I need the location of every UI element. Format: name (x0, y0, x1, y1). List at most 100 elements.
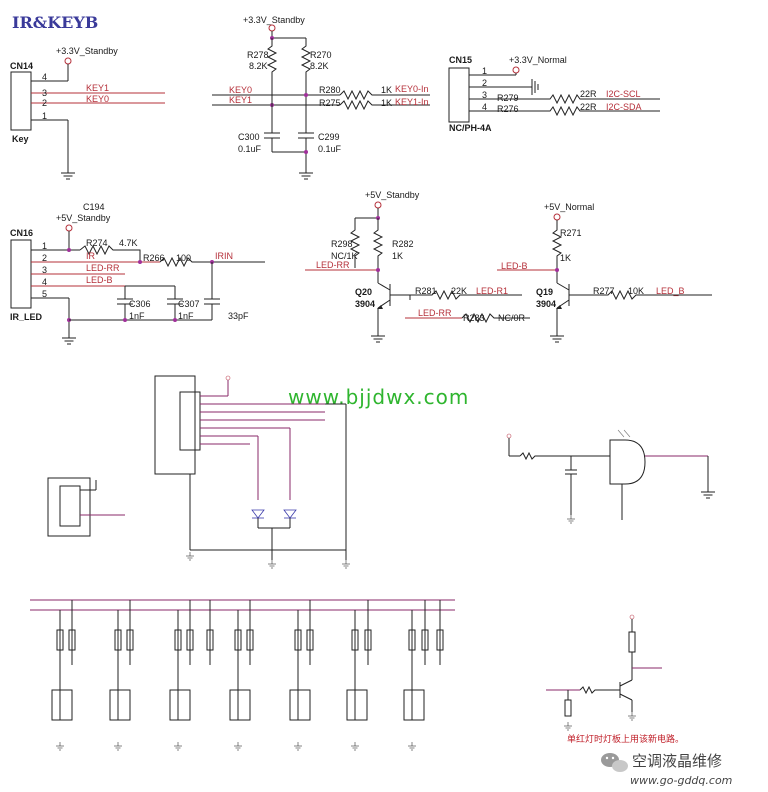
r277-net: LED_B (656, 286, 685, 296)
brand-watermark: 空调液晶维修 www.go-gddq.com (601, 752, 732, 787)
q19-block: +5V_Normal R271 1K LED-B Q19 3904 R277 1… (497, 202, 712, 343)
lower-right-ir-schematic (506, 429, 716, 524)
r279-net: I2C-SCL (606, 89, 641, 99)
r274-resistor (79, 244, 141, 262)
r283-ref: R283 (463, 313, 485, 323)
c300-val: 0.1uF (238, 144, 262, 154)
r266-val: 100 (176, 253, 191, 263)
r280-resistor (339, 89, 430, 101)
r283-resistor (461, 312, 530, 324)
q20-net-in: LED-RR (316, 260, 350, 270)
cn16-pin-3: 3 (42, 265, 47, 275)
wechat-icon (601, 753, 628, 772)
ground-icon (61, 329, 77, 345)
cn14-net-key0: KEY0 (86, 94, 109, 104)
cn16-name: IR_LED (10, 312, 43, 322)
cn16-net-ir: IR (86, 251, 96, 261)
cn14-pin-2: 2 (42, 98, 47, 108)
r266-ref: R266 (143, 253, 165, 263)
r279-ref: R279 (497, 93, 519, 103)
r281-val: 22K (451, 286, 467, 296)
cn16-pin-1: 1 (42, 241, 47, 251)
q19-net-in: LED-B (501, 261, 528, 271)
cn16-net-led-rr: LED-RR (86, 263, 120, 273)
r274-ref: R274 (86, 238, 108, 248)
c306-ref: C306 (129, 299, 151, 309)
r278-resistor (266, 38, 278, 95)
q20-supply-label: +5V_Standby (365, 190, 420, 200)
key-pullup-block: +3.3V_Standby R278 8.2K R270 8.2K KEY0 R… (212, 15, 430, 180)
r280-val: 1K (381, 85, 392, 95)
q20-block: +5V_Standby R298 NC/1K R282 1K LED-RR Q2… (305, 190, 530, 343)
brand-url: www.go-gddq.com (630, 774, 732, 787)
r278-val: 8.2K (249, 61, 268, 71)
r266-resistor (159, 256, 265, 268)
cn14-supply-pin (64, 57, 72, 65)
q19-ref: Q19 (536, 287, 553, 297)
r271-val: 1K (560, 253, 571, 263)
key-switch-icon (109, 689, 131, 721)
website-watermark: www.bjjdwx.com (288, 385, 469, 409)
q19-part: 3904 (536, 299, 556, 309)
c307-ref: C307 (178, 299, 200, 309)
key-switch-icon (289, 689, 311, 721)
r270-ref: R270 (310, 50, 332, 60)
r276-resistor (540, 105, 660, 117)
mid-net-key0: KEY0 (229, 85, 252, 95)
r270-val: 8.2K (310, 61, 329, 71)
key-switch-icon (346, 689, 368, 721)
r283-val: NC/0R (498, 313, 526, 323)
r298-resistor (349, 218, 361, 268)
cn14-supply-label: +3.3V_Standby (56, 46, 118, 56)
led-blue-icon (251, 509, 265, 519)
cn16-pin-4: 4 (42, 277, 47, 287)
r277-val: 10K (628, 286, 644, 296)
cn16-net-led-b: LED-B (86, 275, 113, 285)
r282-resistor (372, 218, 384, 283)
r276-net: I2C-SDA (606, 102, 642, 112)
cn14-block: +3.3V_Standby CN14 Key 4 3 2 1 KEY1 KEY0 (10, 46, 165, 180)
cn15-supply-pin (512, 66, 520, 74)
r275-resistor (339, 99, 430, 111)
c-extra-val: 33pF (228, 311, 249, 321)
single-red-led-schematic (546, 614, 662, 731)
lower-keys-schematic (30, 599, 455, 751)
cn15-pin-1: 1 (482, 66, 487, 76)
ir-receiver-icon (609, 439, 646, 485)
r276-val: 22R (580, 102, 597, 112)
mid-net-key1: KEY1 (229, 95, 252, 105)
cn14-pin-3: 3 (42, 88, 47, 98)
cn14-name: Key (12, 134, 29, 144)
q20-supply-pin (374, 201, 382, 209)
r298-val: NC/1K (331, 251, 358, 261)
r271-resistor (551, 220, 563, 283)
r298-ref: R298 (331, 239, 353, 249)
cn14-ref: CN14 (10, 61, 33, 71)
mid-supply-pin (268, 24, 276, 32)
ground-icon (549, 327, 565, 343)
mid-supply-label: +3.3V_Standby (243, 15, 305, 25)
r275-net: KEY1-In (395, 97, 429, 107)
q19-supply-pin (553, 213, 561, 221)
r281-resistor (410, 289, 522, 301)
key-switch-icon (229, 689, 251, 721)
ground-icon (60, 164, 76, 180)
cn15-pin-3: 3 (482, 90, 487, 100)
c306-val: 1nF (129, 311, 145, 321)
q20-ref: Q20 (355, 287, 372, 297)
c299-ref: C299 (318, 132, 340, 142)
r279-val: 22R (580, 89, 597, 99)
cn14-net-key1: KEY1 (86, 83, 109, 93)
r278-ref: R278 (247, 50, 269, 60)
cn16-cap-ref: C194 (83, 202, 105, 212)
c300-ref: C300 (238, 132, 260, 142)
cn15-ref: CN15 (449, 55, 472, 65)
cn15-name: NC/PH-4A (449, 123, 492, 133)
single-red-led-note: 单红灯时灯板上用该新电路。 (567, 733, 684, 745)
r275-val: 1K (381, 98, 392, 108)
cn16-ref: CN16 (10, 228, 33, 238)
cn15-block: CN15 NC/PH-4A 1 2 3 4 +3.3V_Normal R279 … (448, 55, 660, 133)
r281-ref: R281 (415, 286, 437, 296)
r282-val: 1K (392, 251, 403, 261)
